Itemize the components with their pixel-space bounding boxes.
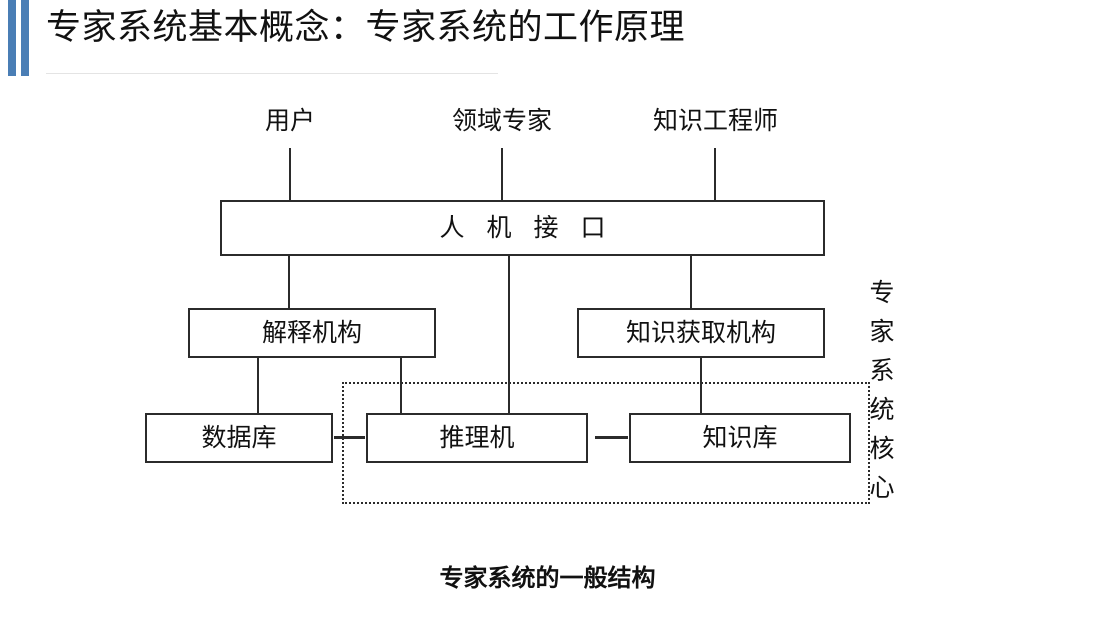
connector-user-to-interface xyxy=(289,148,291,200)
connector-explanation-to-database xyxy=(257,358,259,413)
connector-interface-to-knowledge-acquisition xyxy=(690,256,692,308)
connector-knowledge-engineer-to-interface xyxy=(714,148,716,200)
connector-interface-to-inference-engine xyxy=(508,256,510,413)
title-accent-bar-right xyxy=(21,0,29,76)
diagram-caption: 专家系统的一般结构 xyxy=(439,565,656,592)
role-label-user: 用户 xyxy=(264,107,315,135)
title-accent-bar-left xyxy=(8,0,16,76)
node-human-machine-interface: 人机接口 xyxy=(220,200,825,256)
connector-domain-expert-to-interface xyxy=(501,148,503,200)
connector-explanation-to-inference-engine xyxy=(400,358,402,413)
node-knowledge-base: 知识库 xyxy=(629,413,851,463)
node-knowledge-acquisition-mechanism: 知识获取机构 xyxy=(577,308,825,358)
node-inference-engine: 推理机 xyxy=(366,413,588,463)
title-divider xyxy=(46,73,498,74)
slide-header: 专家系统基本概念：专家系统的工作原理 xyxy=(0,0,1095,80)
core-boundary-box xyxy=(342,382,870,504)
role-label-domain-expert: 领域专家 xyxy=(451,107,552,135)
connector-knowledge-acquisition-to-knowledge-base xyxy=(700,358,702,413)
connector-inference-engine-to-knowledge-base xyxy=(595,436,628,439)
node-explanation-mechanism: 解释机构 xyxy=(188,308,436,358)
role-label-knowledge-engineer: 知识工程师 xyxy=(652,107,778,135)
node-database: 数据库 xyxy=(145,413,333,463)
connector-interface-to-explanation xyxy=(288,256,290,308)
core-label-vertical: 专家系统核心 xyxy=(866,279,894,513)
connector-database-to-inference-engine xyxy=(334,436,365,439)
page-title: 专家系统基本概念：专家系统的工作原理 xyxy=(46,8,686,47)
